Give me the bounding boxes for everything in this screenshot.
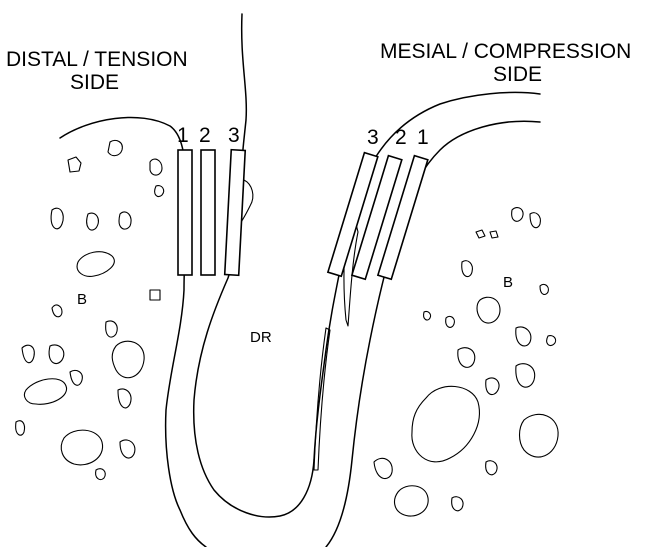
marrow-space: [150, 290, 160, 300]
distal-side-title-line2: SIDE: [70, 71, 119, 94]
section-number-distal-2: 2: [199, 124, 211, 147]
marrow-space: [462, 261, 473, 277]
distal-side-title-line1: DISTAL / TENSION: [6, 48, 188, 71]
marrow-space: [16, 421, 25, 435]
section-bar-distal-3: [225, 150, 246, 276]
marrow-space: [477, 297, 500, 323]
compressed-pdl-strand-2: [314, 328, 330, 470]
marrow-spaces-right: [374, 208, 558, 516]
marrow-space: [24, 379, 66, 405]
marrow-space: [118, 389, 131, 408]
marrow-space: [51, 208, 63, 229]
section-number-mesial-1: 1: [417, 126, 429, 149]
marrow-space: [530, 213, 540, 228]
marrow-space: [108, 140, 122, 155]
marrow-space: [120, 440, 135, 458]
section-number-distal-1: 1: [177, 124, 189, 147]
section-bar-distal-1: [178, 150, 192, 275]
marrow-space: [486, 461, 497, 475]
root-label: DR: [250, 329, 272, 346]
marrow-space: [516, 327, 531, 346]
marrow-space: [512, 208, 523, 222]
marrow-space: [520, 414, 559, 457]
marrow-space: [395, 486, 429, 516]
marrow-space: [119, 212, 131, 229]
marrow-space: [547, 336, 556, 346]
marrow-space: [476, 230, 485, 238]
marrow-space: [155, 186, 164, 197]
marrow-space: [49, 345, 64, 364]
marrow-space: [452, 497, 463, 511]
marrow-space: [22, 345, 34, 363]
marrow-space: [540, 284, 548, 294]
marrow-space: [412, 386, 480, 462]
marrow-space: [424, 311, 431, 320]
section-bar-distal-2: [201, 150, 215, 275]
marrow-space: [446, 316, 455, 327]
marrow-space: [70, 370, 82, 385]
marrow-space: [52, 305, 62, 317]
marrow-space: [106, 321, 118, 337]
marrow-space: [458, 348, 475, 368]
bone-label-left: B: [77, 291, 87, 308]
section-number-distal-3: 3: [228, 124, 240, 147]
bone-label-right: B: [503, 274, 513, 291]
marrow-space: [374, 458, 392, 478]
marrow-space: [150, 159, 162, 175]
marrow-space: [516, 364, 535, 387]
mesial-side-title-line1: MESIAL / COMPRESSION: [380, 40, 631, 63]
section-number-mesial-2: 2: [395, 126, 407, 149]
mesial-side-title-line2: SIDE: [493, 63, 542, 86]
marrow-space: [68, 157, 81, 172]
marrow-space: [112, 341, 144, 378]
marrow-space: [87, 213, 99, 230]
marrow-spaces-left: [16, 140, 164, 479]
section-number-mesial-3: 3: [367, 126, 379, 149]
marrow-space: [486, 378, 499, 395]
marrow-space: [96, 469, 106, 480]
marrow-space: [61, 430, 102, 465]
marrow-space: [77, 252, 114, 277]
marrow-space: [490, 231, 498, 238]
